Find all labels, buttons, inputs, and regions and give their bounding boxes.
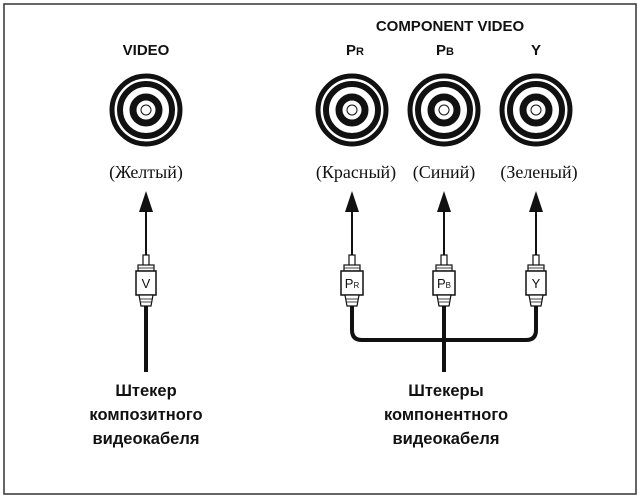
pr-plug-label: PR bbox=[345, 276, 360, 291]
y-plug: Y bbox=[525, 254, 547, 307]
component-caption-line-1: Штекеры bbox=[408, 382, 483, 400]
pr-header: PR bbox=[346, 42, 364, 59]
component-caption-line-2: компонентного bbox=[384, 406, 508, 424]
pb-plug-label: PB bbox=[437, 276, 451, 291]
video-header: VIDEO bbox=[123, 42, 170, 59]
composite-caption-line-1: Штекер bbox=[115, 382, 176, 400]
pb-header: PB bbox=[436, 42, 454, 59]
composite-caption-line-3: видеокабеля bbox=[93, 430, 200, 448]
pr-plug-label-sub: R bbox=[353, 281, 359, 290]
composite-caption: Штекер композитного видеокабеля bbox=[89, 382, 202, 448]
y-plug-label: Y bbox=[532, 276, 541, 291]
component-caption: Штекеры компонентного видеокабеля bbox=[384, 382, 508, 448]
pb-plug-label-main: P bbox=[437, 276, 446, 291]
pr-header-main: P bbox=[346, 42, 356, 59]
component-caption-line-3: видеокабеля bbox=[393, 430, 500, 448]
pr-jack bbox=[315, 73, 389, 147]
video-jack bbox=[109, 73, 183, 147]
composite-caption-line-2: композитного bbox=[89, 406, 202, 424]
pr-plug-label-main: P bbox=[345, 276, 354, 291]
pb-plug: PB bbox=[432, 254, 456, 307]
pb-plug-label-sub: B bbox=[446, 281, 451, 290]
video-arrow bbox=[139, 191, 153, 255]
component-cable-bundle bbox=[350, 306, 538, 372]
composite-plug: V bbox=[135, 254, 157, 372]
pb-header-main: P bbox=[436, 42, 446, 59]
video-color-label: (Желтый) bbox=[109, 162, 183, 183]
pr-color-label: (Красный) bbox=[316, 162, 396, 183]
composite-plug-label: V bbox=[142, 276, 151, 291]
pr-plug: PR bbox=[340, 254, 364, 307]
pb-arrow bbox=[437, 191, 451, 255]
pb-jack bbox=[407, 73, 481, 147]
pr-arrow bbox=[345, 191, 359, 255]
component-video-header: COMPONENT VIDEO bbox=[376, 18, 525, 35]
pb-header-sub: B bbox=[446, 46, 454, 58]
y-header: Y bbox=[531, 42, 541, 59]
diagram-frame bbox=[3, 3, 637, 495]
pr-header-sub: R bbox=[356, 46, 364, 58]
y-jack bbox=[499, 73, 573, 147]
pb-color-label: (Синий) bbox=[413, 162, 476, 183]
y-arrow bbox=[529, 191, 543, 255]
y-color-label: (Зеленый) bbox=[500, 162, 577, 183]
